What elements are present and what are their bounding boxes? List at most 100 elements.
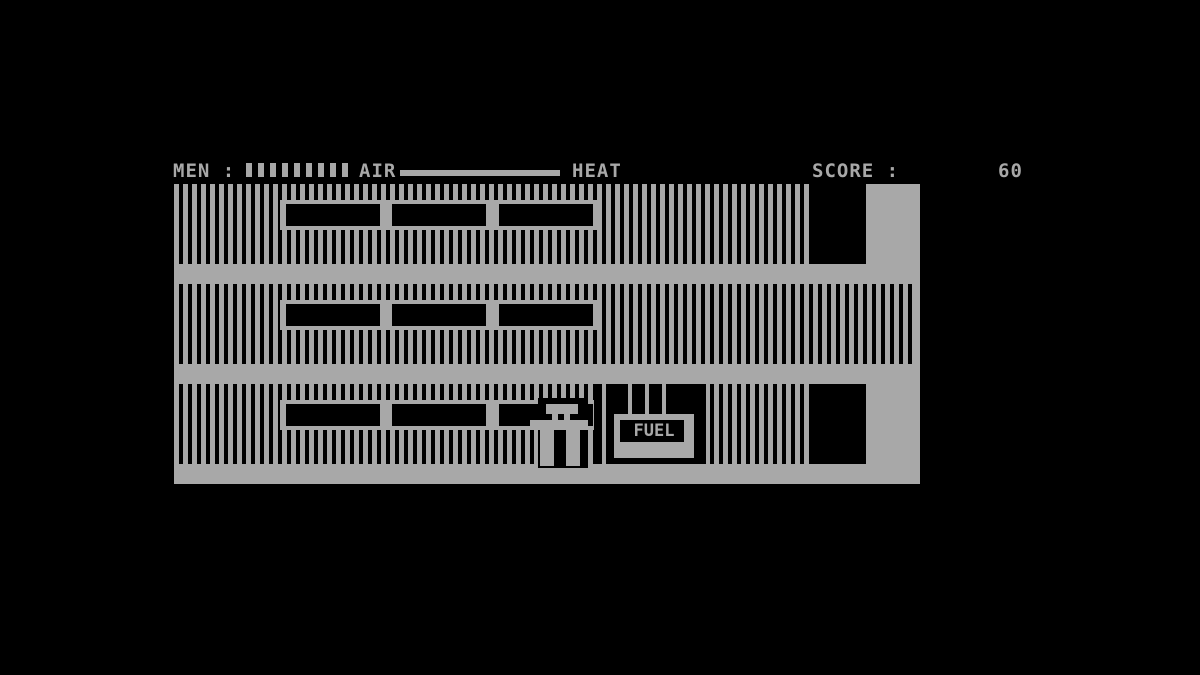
girder-stripe [768,384,773,464]
girder-stripe [741,184,746,264]
girder-stripe [669,184,674,264]
girder-stripe [264,284,269,364]
floor-platform [174,264,920,284]
floor-platform [174,364,920,384]
girder-stripe [192,384,197,464]
window-panel [392,204,486,226]
man-life-bar [318,163,324,177]
girder-stripe [678,284,683,364]
girder-stripe [602,384,606,464]
girder-stripe [606,184,611,264]
girder-stripe [255,284,260,364]
girder-stripe [696,184,701,264]
girder-stripe [255,384,260,464]
man-life-bar [258,163,264,177]
girder-stripe [786,384,791,464]
girder-stripe [696,284,701,364]
man-life-bar [330,163,336,177]
girder-stripe [633,184,638,264]
hud-bar: MEN : AIR HEAT SCORE : 60 [0,158,1200,184]
girder-stripe [858,284,863,364]
girder-stripe [246,284,251,364]
girder-stripe [759,184,764,264]
men-lives-indicator [246,163,354,177]
girder-stripe [723,384,728,464]
player-neck [564,412,570,422]
girder-stripe [192,184,197,264]
player-arms [530,420,588,430]
player-leg [566,430,580,466]
girder-stripe [246,184,251,264]
girder-stripe [642,184,647,264]
girder-stripe [606,284,611,364]
girder-stripe [831,284,836,364]
girder-stripe [228,384,233,464]
girder-stripe [750,384,755,464]
girder-stripe [624,184,629,264]
girder-stripe [687,284,692,364]
girder-stripe [174,284,179,364]
girder-stripe [660,184,665,264]
window-panel [392,404,486,426]
girder-stripe [237,284,242,364]
girder-stripe [662,384,666,414]
player-head [546,404,578,414]
girder-stripe [624,284,629,364]
girder-stripe [732,284,737,364]
girder-stripe [867,284,872,364]
girder-stripe [219,384,224,464]
window-panel [286,204,380,226]
girder-stripe [732,384,737,464]
girder-stripe [615,184,620,264]
girder-stripe [804,184,809,264]
girder-stripe [714,284,719,364]
girder-stripe [273,184,278,264]
window-panel [499,204,593,226]
girder-stripe [237,184,242,264]
wall-block [866,184,920,264]
window-panel [286,304,380,326]
girder-stripe [678,184,683,264]
girder-stripe [201,184,206,264]
girder-stripe [705,384,710,464]
girder-stripe [804,384,809,464]
score-value: 60 [998,160,1023,182]
girder-stripe [615,284,620,364]
fuel-tank-label: FUEL [624,420,684,442]
player-neck [552,412,558,422]
wall-block [866,384,920,464]
girder-stripe [885,284,890,364]
girder-stripe [651,284,656,364]
girder-stripe [228,184,233,264]
floor-platform [174,464,920,484]
girder-stripe [759,284,764,364]
girder-stripe [183,284,188,364]
girder-stripe [714,184,719,264]
girder-stripe [795,384,800,464]
air-meter [400,170,560,176]
girder-stripe [192,284,197,364]
girder-stripe [786,284,791,364]
girder-stripe [201,284,206,364]
girder-stripe [777,184,782,264]
girder-stripe [840,284,845,364]
girder-stripe [768,284,773,364]
girder-stripe [210,384,215,464]
wall-block [912,284,920,364]
girder-stripe [219,184,224,264]
girder-stripe [687,184,692,264]
girder-stripe [741,284,746,364]
man-life-bar [270,163,276,177]
girder-stripe [210,184,215,264]
girder-stripe [723,184,728,264]
girder-stripe [705,184,710,264]
girder-stripe [876,284,881,364]
girder-stripe [804,284,809,364]
girder-stripe [750,284,755,364]
girder-stripe [660,284,665,364]
girder-stripe [237,384,242,464]
girder-stripe [795,284,800,364]
girder-stripe [273,384,278,464]
girder-stripe [669,284,674,364]
girder-stripe [759,384,764,464]
